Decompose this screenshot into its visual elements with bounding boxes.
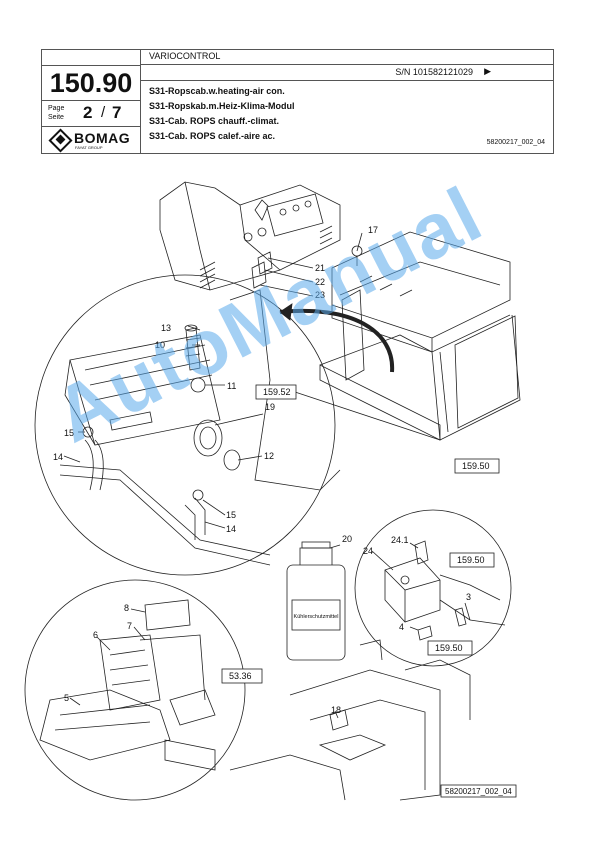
brand-name: BOMAG [74,130,131,146]
leader-lines [63,232,471,719]
callout-22: 22 [315,277,325,287]
assembly-arrow-head-icon [279,303,293,321]
ref-box-53-36 [221,668,263,684]
description-de: S31-Ropskab.m.Heiz-Klima-Modul [149,101,295,111]
callout-18: 18 [331,705,341,715]
footer-ref-box [440,784,517,798]
detail-circle-seat [24,579,246,801]
footer-drawing-ref: 58200217_002_04 [445,787,512,796]
divider [141,80,553,81]
description-en: S31-Ropscab.w.heating-air con. [149,86,285,96]
ref-label-159-50-b: 159.50 [457,555,485,565]
valve-assembly [384,540,506,641]
page-total: 7 [112,103,122,122]
callout-7: 7 [127,621,132,631]
drawing-reference: 58200217_002_04 [486,139,545,146]
callout-24: 24 [363,546,373,556]
ref-box-159-50-c [427,640,473,656]
callout-19: 19 [265,402,275,412]
callout-10: 10 [155,340,165,350]
title-block-right: VARIOCONTROL S/N 101582121029 ▶ S31-Rops… [141,50,553,153]
callout-23: 23 [315,290,325,300]
section-title: VARIOCONTROL [149,51,221,61]
serial-number: S/N 101582121029 [395,67,473,77]
bomag-logo: BOMAG FAYAT GROUP [48,128,138,153]
callout-3: 3 [466,592,471,602]
title-block: 150.90 Page Seite 2 / 7 BOMAG FAYAT GROU… [41,49,554,154]
title-block-left: 150.90 Page Seite 2 / 7 BOMAG FAYAT GROU… [42,50,141,153]
callout-13: 13 [161,323,171,333]
callout-14-b: 14 [226,524,236,534]
ref-label-53-36: 53.36 [229,671,252,681]
detail-circle-valve [354,509,512,667]
page-label: Page Seite [48,104,64,122]
callout-6: 6 [93,630,98,640]
ref-label-159-50-c: 159.50 [435,643,463,653]
serial-arrow-icon: ▶ [484,66,491,76]
divider [141,64,553,65]
callout-4: 4 [399,622,404,632]
assembly-arrow [279,308,395,373]
reference-boxes [221,384,517,798]
coolant-bottle [286,541,346,661]
title-block-spacer [42,50,140,66]
operator-seat [39,599,216,771]
page-indicator: Page Seite 2 / 7 [42,101,140,127]
heater-unit [59,289,341,566]
ref-box-159-50-b [449,552,495,568]
ref-box-159-50-a [454,458,500,474]
callout-15-a: 15 [64,428,74,438]
ref-label-159-50-a: 159.50 [462,461,490,471]
callout-21: 21 [315,263,325,273]
brand-subtitle: FAYAT GROUP [75,145,103,150]
callout-14-a: 14 [53,452,63,462]
machine-frame [229,639,471,801]
description-fr: S31-Cab. ROPS chauff.-climat. [149,116,280,126]
page-separator: / [101,104,106,121]
callout-24-1: 24.1 [391,535,409,545]
page-label-text: Page Seite [48,105,65,121]
ref-box-159-52 [255,384,297,400]
callout-11: 11 [227,381,236,391]
detail-circle-heater [34,274,336,576]
page-current: 2 [83,103,93,122]
callout-12: 12 [264,451,274,461]
part-number: 150.90 [42,66,140,101]
bottle-label: Kühlerschutzmittel [294,614,339,620]
callout-numbers: 17 21 22 23 13 10 11 19 12 15 14 15 14 2… [53,225,471,715]
dashboard-console [159,181,341,291]
callout-17: 17 [368,225,378,235]
callout-8: 8 [124,603,129,613]
ref-label-159-52: 159.52 [263,387,291,397]
callout-5: 5 [64,693,69,703]
description-es: S31-Cab. ROPS calef.-aire ac. [149,131,276,141]
callout-15-b: 15 [226,510,236,520]
callout-20: 20 [342,534,352,544]
